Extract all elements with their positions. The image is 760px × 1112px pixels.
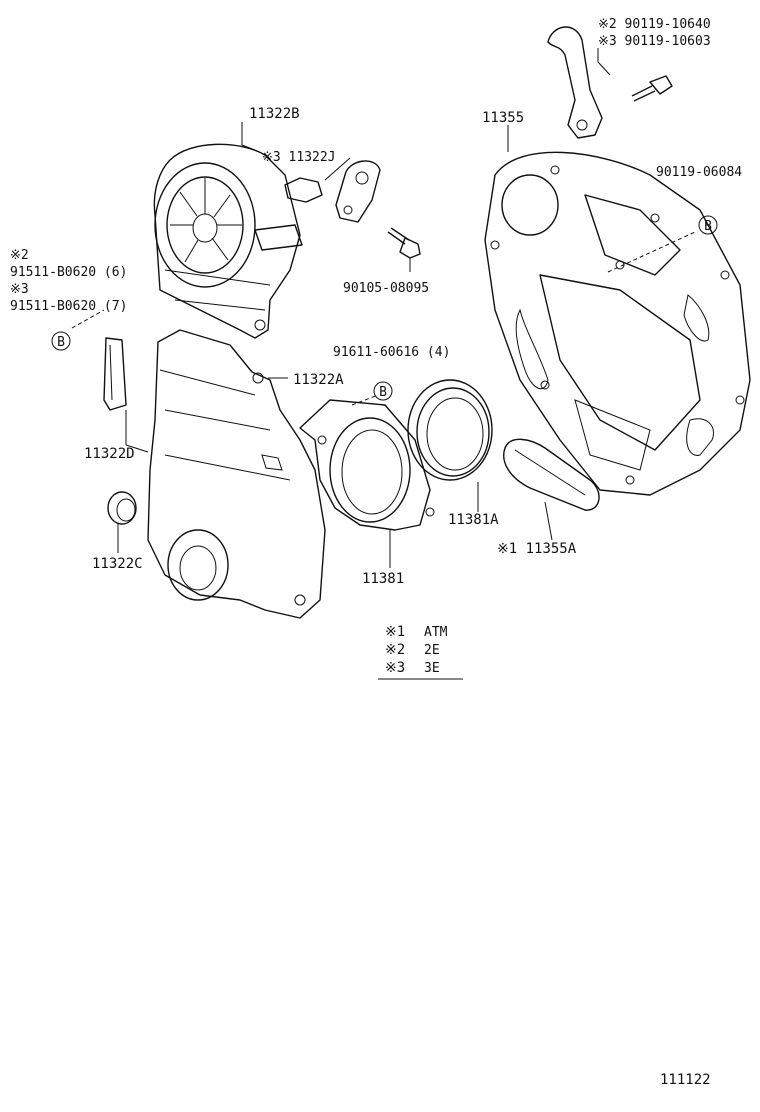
end-plate-11355 [484, 151, 751, 496]
label-11322j: ※3 11322J [262, 150, 336, 165]
label-11322b: 11322B [249, 106, 300, 122]
label-note3: ※3 [10, 282, 29, 297]
legend-mark-3: ※3 [385, 660, 405, 676]
label-11322c: 11322C [92, 556, 143, 572]
label-11322a: 11322A [293, 372, 344, 388]
label-91511-6: 91511-B0620 (6) [10, 265, 127, 280]
legend-text-1: ATM [424, 625, 448, 640]
label-91611: 91611-60616 (4) [333, 345, 450, 360]
gasket-11355a [503, 438, 600, 511]
ref-b-left: B [51, 331, 71, 351]
label-note2: ※2 [10, 248, 29, 263]
hook-bracket [547, 26, 603, 139]
bracket [335, 160, 381, 223]
label-90105: 90105-08095 [343, 281, 429, 296]
legend-mark-2: ※2 [385, 642, 405, 658]
label-11381a: 11381A [448, 512, 499, 528]
label-11355: 11355 [482, 110, 524, 126]
legend: ※1 ATM ※2 2E ※3 3E [378, 624, 463, 680]
label-91511-7: 91511-B0620 (7) [10, 299, 127, 314]
label-90119-10603: ※3 90119-10603 [598, 34, 711, 49]
ref-b-text: B [704, 219, 712, 234]
label-90119-10640: ※2 90119-10640 [598, 17, 711, 32]
label-11355a: ※1 11355A [497, 541, 577, 557]
label-11381: 11381 [362, 571, 404, 587]
ref-b-right: B [698, 215, 718, 235]
legend-mark-1: ※1 [385, 624, 405, 640]
ref-b-text: B [379, 385, 387, 400]
seal-strip-11322d [103, 337, 127, 411]
bolt-90105 [387, 227, 421, 259]
bolt-90119 [631, 75, 673, 102]
ref-b-text: B [57, 335, 65, 350]
leader-lines [71, 48, 696, 568]
lower-timing-cover [147, 329, 326, 619]
label-11322d: 11322D [84, 446, 135, 462]
legend-text-2: 2E [424, 643, 440, 658]
oil-seal-11381a [407, 379, 493, 481]
ref-b-middle: B [373, 381, 393, 401]
label-90119-06084: 90119-06084 [656, 165, 742, 180]
oil-seal-retainer [299, 399, 435, 531]
clip-11322j [284, 177, 323, 203]
legend-text-3: 3E [424, 661, 440, 676]
diagram-id: 111122 [660, 1072, 711, 1088]
upper-timing-cover [153, 143, 303, 339]
plug-11322c [107, 491, 137, 525]
